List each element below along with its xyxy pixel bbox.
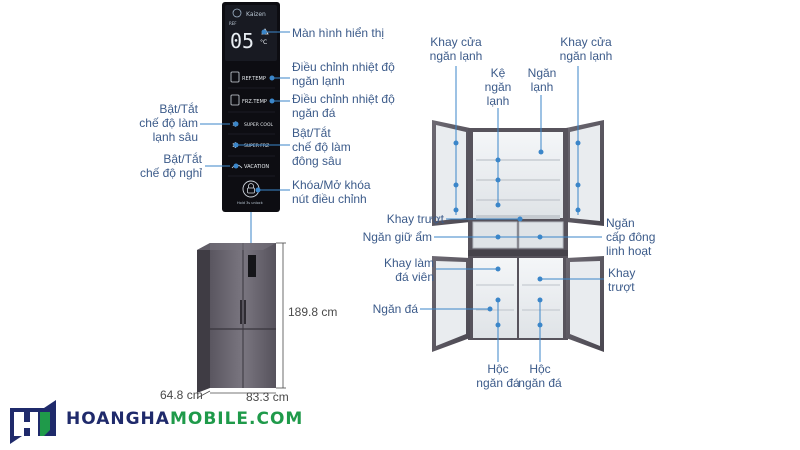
brand-part-1: HOANGHA — [66, 409, 170, 429]
display-screen — [225, 5, 277, 61]
label-frz-temp: Điều chỉnh nhiệt độ ngăn đá — [292, 92, 395, 120]
label-door-tray-left: Khay cửa ngăn lạnh — [429, 35, 483, 63]
panel-temp-value: 05 — [230, 29, 254, 53]
panel-ref-text: REF — [229, 21, 237, 26]
brand-logo-icon — [10, 400, 56, 444]
svg-text:REF.TEMP: REF.TEMP — [242, 76, 266, 82]
fridge-open — [432, 120, 604, 352]
label-freezer: Ngăn đá — [372, 302, 418, 316]
label-flex-freezer: Ngăn cấp đông linh hoạt — [606, 216, 656, 258]
svg-text:Hold 3s unlock: Hold 3s unlock — [237, 201, 264, 205]
dimension-width: 83.3 cm — [246, 390, 289, 404]
svg-text:SUPER COOL: SUPER COOL — [244, 122, 273, 128]
label-fridge-compartment: Ngăn lạnh — [527, 66, 557, 94]
svg-text:VACATION: VACATION — [244, 164, 269, 170]
panel-temp-unit: °C — [260, 39, 267, 46]
panel-button-frz-temp: FRZ.TEMP — [228, 94, 275, 113]
label-vacation: Bật/Tắt chế độ nghỉ — [139, 152, 202, 180]
label-ice-tray: Khay làm đá viên — [383, 256, 434, 284]
brand-wordmark: HOANGHAMOBILE.COM — [66, 409, 303, 429]
fridge-closed — [197, 243, 276, 393]
svg-text:SUPER FRZ: SUPER FRZ — [244, 143, 269, 149]
panel-dots — [233, 29, 275, 193]
panel-brand-text: Kaizen — [246, 11, 266, 18]
panel-button-ref-temp: REF.TEMP — [228, 71, 275, 89]
label-sliding-tray-top: Khay trượt — [386, 212, 444, 226]
brand-part-2: MOBILE.COM — [169, 409, 304, 429]
freezer-icon — [230, 94, 240, 106]
label-shelf: Kệ ngăn lạnh — [484, 66, 512, 108]
dimension-lines — [196, 242, 286, 399]
label-freezer-drawer-right: Hộc ngăn đá — [518, 362, 562, 390]
label-freezer-drawer-left: Hộc ngăn đá — [476, 362, 520, 390]
lock-icon — [247, 187, 255, 194]
dimension-depth: 64.8 cm — [160, 388, 203, 402]
fridge-dots — [453, 140, 581, 328]
control-panel: Kaizen REF 05 °C REF.TEMP FRZ.TEMP ❄ SUP… — [222, 2, 280, 212]
label-super-frz: Bật/Tắt chế độ làm đông sâu — [292, 126, 351, 168]
label-display: Màn hình hiển thị — [292, 26, 385, 40]
fridge-connectors — [420, 66, 604, 362]
display-logo-icon — [232, 8, 242, 18]
label-super-cool: Bật/Tắt chế độ làm lạnh sâu — [139, 102, 198, 144]
label-humidity-drawer: Ngăn giữ ẩm — [362, 230, 432, 244]
label-ref-temp: Điều chỉnh nhiệt độ ngăn lạnh — [292, 60, 395, 88]
label-lock: Khóa/Mở khóa nút điều chỉnh — [292, 178, 371, 206]
svg-text:FRZ.TEMP: FRZ.TEMP — [242, 99, 267, 105]
dimension-height: 189.8 cm — [288, 305, 338, 319]
fridge-icon — [230, 71, 240, 83]
label-door-tray-right: Khay cửa ngăn lạnh — [559, 35, 613, 63]
label-sliding-tray-right: Khay trượt — [608, 266, 636, 294]
